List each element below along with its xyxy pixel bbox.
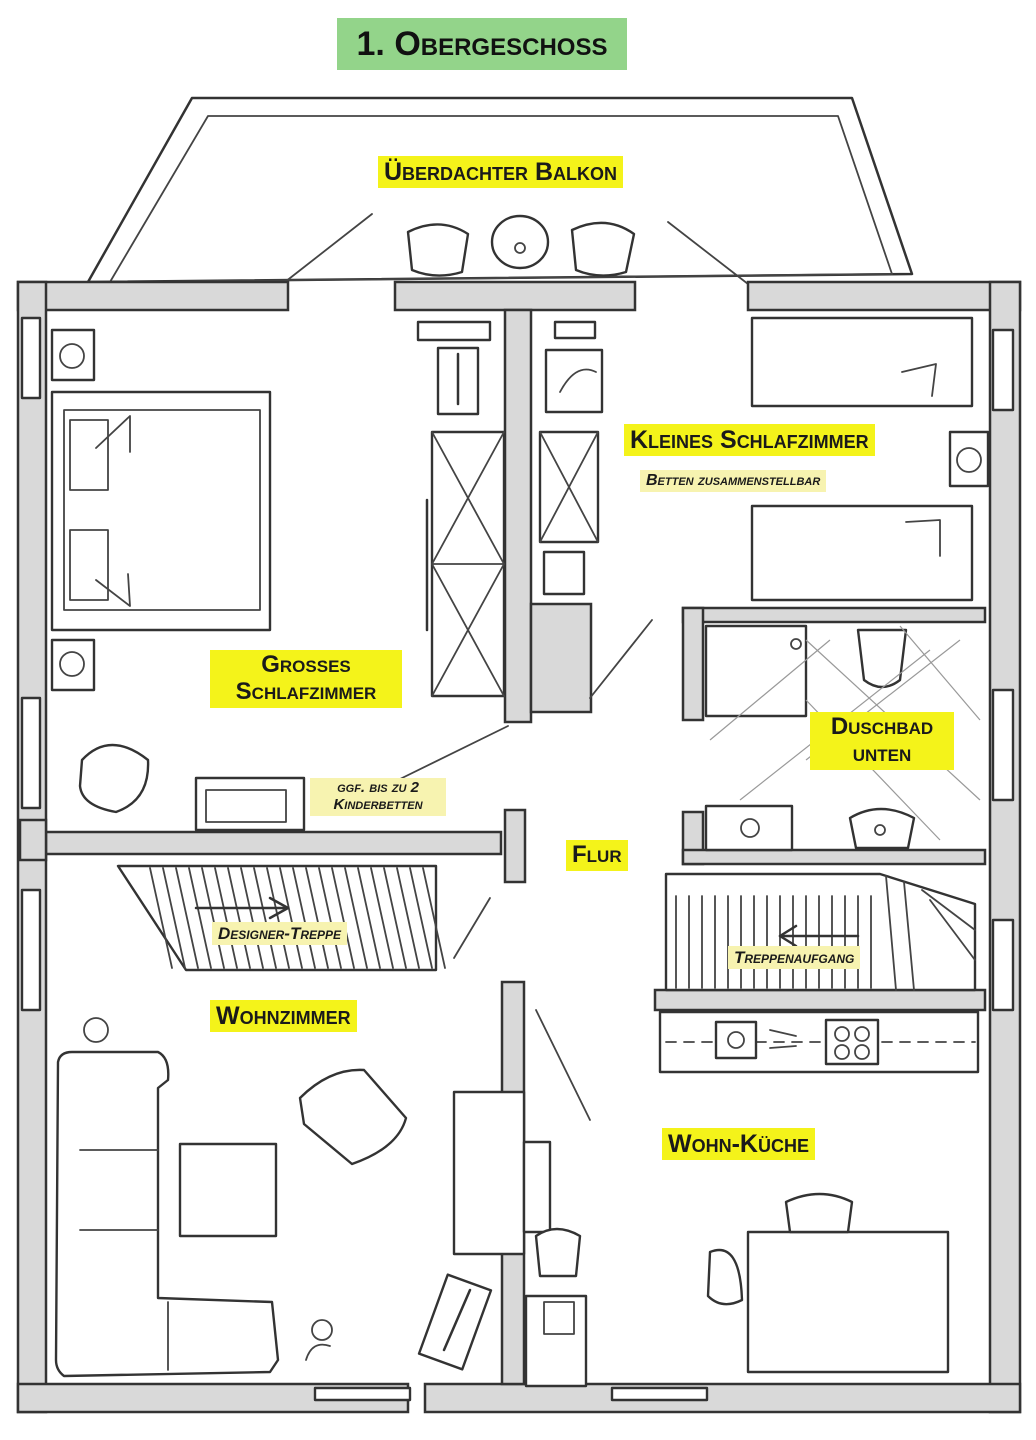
label-shower: Duschbad unten (810, 712, 954, 770)
label-living-room: Wohnzimmer (210, 1000, 357, 1032)
staircase-up (664, 872, 977, 992)
designer-stairs (116, 864, 446, 972)
label-large-bedroom: Großes Schlafzimmer (210, 650, 402, 708)
small-bedroom-furniture (529, 316, 990, 714)
label-small-bedroom-note: Betten zusammenstellbar (640, 470, 827, 492)
windows (20, 316, 1015, 1402)
stair-step (929, 899, 976, 961)
stair-step (240, 867, 264, 969)
label-kitchen: Wohn-Küche (662, 1128, 815, 1160)
stair-step (175, 867, 199, 969)
stair-step (331, 867, 355, 969)
label-balcony: Überdachter Balkon (378, 156, 624, 188)
page-title: 1. Obergeschoss (337, 18, 627, 70)
label-large-bedroom-note: ggf. bis zu 2 Kinderbetten (310, 778, 446, 816)
balcony-outline (86, 96, 914, 285)
stair-step (227, 867, 251, 969)
label-shower-line1: Duschbad (830, 713, 934, 740)
stair-step (318, 867, 342, 969)
stair-step (305, 867, 329, 969)
stair-step (357, 867, 381, 969)
stair-step (370, 867, 394, 969)
label-shower-line2: unten (852, 739, 912, 767)
stair-step (383, 867, 407, 969)
stair-step (409, 867, 433, 969)
label-large-bedroom-note-line2: Kinderbetten (333, 795, 423, 813)
label-stairs-up: Treppenaufgang (728, 946, 861, 970)
stair-step (396, 867, 420, 969)
label-hall: Flur (566, 840, 628, 871)
stair-step (422, 867, 446, 969)
stair-step (921, 889, 976, 931)
label-large-bedroom-line1: Großes (261, 651, 351, 678)
stair-step (885, 875, 897, 991)
label-large-bedroom-note-line1: ggf. bis zu 2 (337, 779, 419, 796)
stair-step (201, 867, 225, 969)
label-large-bedroom-line2: Schlafzimmer (235, 677, 377, 705)
stair-step (149, 867, 173, 969)
kitchen-dining-furniture (452, 1009, 950, 1388)
stair-step (279, 867, 303, 969)
stair-step (188, 867, 212, 969)
stair-step (292, 867, 316, 969)
stair-step (214, 867, 238, 969)
living-room-furniture (54, 725, 509, 1378)
stair-step (162, 867, 186, 969)
large-bedroom-furniture (50, 320, 506, 832)
kitchen-counter (658, 1010, 980, 1074)
label-small-bedroom: Kleines Schlafzimmer (624, 424, 875, 456)
stair-step (903, 881, 915, 991)
stair-step (266, 867, 290, 969)
stair-step (344, 867, 368, 969)
label-designer-stairs: Designer-Treppe (212, 922, 348, 946)
balcony-furniture (406, 214, 636, 277)
stair-step (253, 867, 277, 969)
bathroom-fixtures (704, 624, 981, 852)
